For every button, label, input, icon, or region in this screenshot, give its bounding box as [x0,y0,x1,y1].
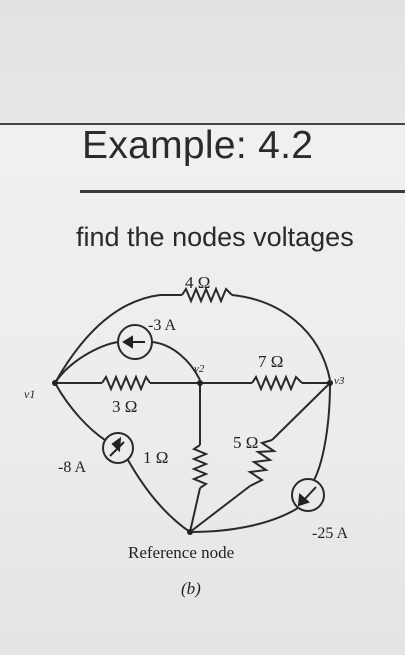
label-node-v2: v2 [194,363,205,375]
wire-left-down-a [54,382,106,441]
label-r-mid: 1 Ω [143,448,168,467]
slide-frame [0,123,405,655]
resistor-3ohm [101,374,151,392]
arrow-left-icon [122,335,133,349]
node-v2-dot [197,380,203,386]
node-v3-dot [327,380,333,386]
resistor-1ohm [191,444,209,489]
wire-outer-top [54,294,182,384]
slide-subtitle: find the nodes voltages [76,222,354,252]
resistor-5ohm [247,439,278,487]
label-r-left: 3 Ω [112,397,137,416]
wire-outer-top-right [231,294,331,381]
arrow-down-left-icon [297,492,310,507]
label-figure: (b) [181,579,201,598]
wire-arc-cs-right [151,341,201,381]
label-cs-left: -8 A [58,459,86,476]
resistor-7ohm [251,374,303,392]
wire-arc-cs-left [54,341,119,384]
title-divider [80,190,405,193]
label-r-diag: 5 Ω [233,433,258,452]
node-ref-dot [187,529,193,535]
wire-diag-b [189,485,251,533]
current-source-left [102,432,134,464]
label-node-v3: v3 [334,375,345,387]
label-r-right: 7 Ω [258,352,283,371]
wire-left-down-b [127,459,191,533]
node-v1-dot [52,380,58,386]
arrow-up-right-icon [111,436,122,453]
label-cs-right: -25 A [312,525,348,542]
current-source-right [291,478,325,512]
label-reference-node: Reference node [128,543,234,562]
label-r-top: 4 Ω [185,273,210,292]
resistor-4ohm [181,286,233,304]
current-source-top [117,324,153,360]
wire-diag-a [271,382,331,441]
wire-mid-b [189,487,201,533]
wire-right-down-b [189,507,299,533]
label-cs-top: -3 A [148,317,176,334]
label-node-v1: v1 [24,387,35,401]
wire-right-down-a [313,382,331,481]
slide-title: Example: 4.2 [82,124,314,167]
